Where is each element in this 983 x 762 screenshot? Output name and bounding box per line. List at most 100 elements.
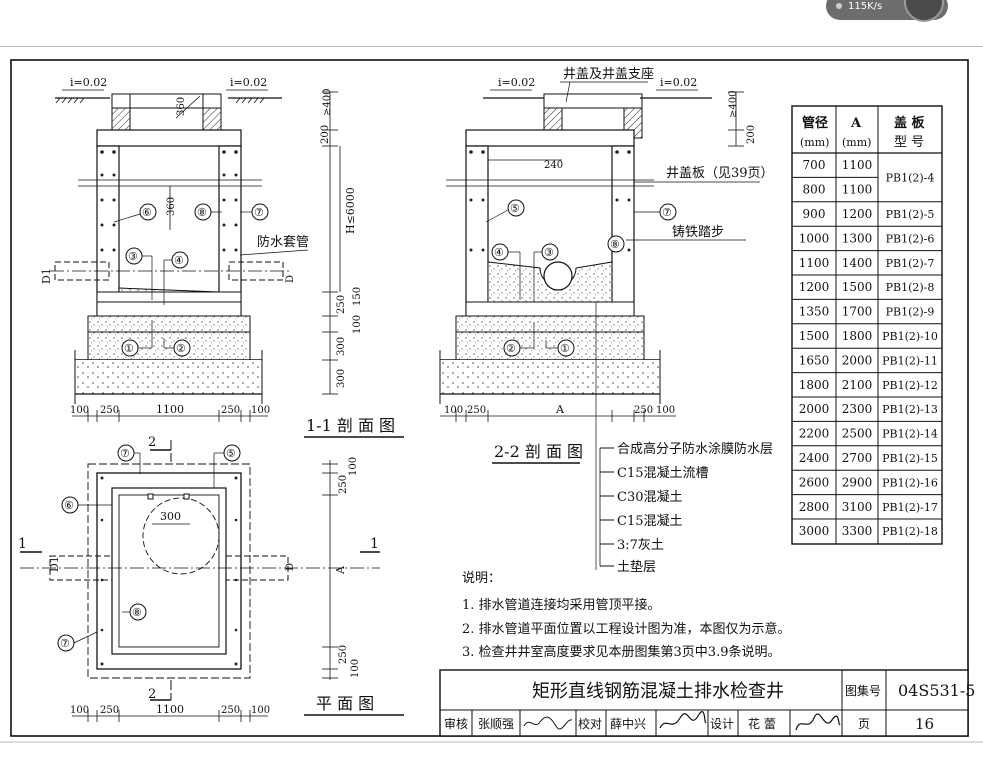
checker-name: 薛中兴 — [610, 716, 646, 731]
table-cell-a-value: 1100 — [842, 158, 873, 172]
marker-3: ③ — [128, 250, 138, 263]
table-cell-plate-type: PB1(2)-16 — [882, 476, 938, 489]
plan-marker-5: ⑤ — [226, 447, 236, 460]
table-cell-diameter: 700 — [803, 158, 826, 172]
dim-150: 150 — [352, 287, 363, 306]
table-cell-diameter: 1000 — [799, 231, 830, 245]
table-cell-plate-type: PB1(2)-14 — [882, 428, 938, 441]
dim-300-a: 300 — [336, 337, 347, 356]
dim-300-b: 300 — [336, 369, 347, 388]
slope-right-2-2: i=0.02 — [660, 76, 697, 89]
table-cell-a-value: 1700 — [842, 305, 873, 319]
th-plate-2: 型 号 — [894, 135, 924, 150]
reviewer-name: 张顺强 — [478, 717, 514, 731]
section-1-1: i=0.02 i=0.02 — [40, 76, 404, 438]
table-cell-diameter: 2000 — [799, 402, 830, 416]
s22-marker-4: ④ — [494, 246, 504, 259]
legend-item-1: 合成高分子防水涂膜防水层 — [617, 441, 773, 457]
check-label: 校对 — [578, 716, 602, 731]
s22-marker-5: ⑤ — [510, 202, 520, 215]
cut-mark-left: 1 — [18, 536, 27, 552]
cut-mark-2-top: 2 — [148, 435, 156, 450]
cover-seat-label: 井盖及井盖支座 — [563, 67, 654, 82]
dim-100: 100 — [352, 315, 363, 334]
plan-hdim-100-a: 100 — [70, 705, 89, 716]
plan-marker-6: ⑥ — [64, 499, 74, 512]
table-cell-a-value: 3300 — [842, 524, 873, 538]
plan-marker-8: ⑧ — [132, 606, 142, 619]
slope-right-label: i=0.02 — [230, 76, 267, 89]
marker-6: ⑥ — [142, 206, 152, 219]
marker-8: ⑧ — [197, 206, 207, 219]
review-label: 审核 — [444, 716, 468, 731]
marker-2: ② — [176, 342, 186, 355]
table-cell-diameter: 1500 — [799, 329, 830, 343]
marker-4: ④ — [174, 254, 184, 267]
designer-name: 花 蕾 — [748, 716, 776, 731]
section-1-1-title: 1-1 剖 面 图 — [306, 416, 395, 435]
s22-marker-7: ⑦ — [662, 206, 672, 219]
s22-marker-1: ① — [560, 342, 570, 355]
pipe-d-label: D — [285, 275, 296, 283]
table-cell-diameter: 2800 — [799, 500, 830, 514]
checker-signature — [659, 710, 707, 729]
layer-legend: 合成高分子防水涂膜防水层 C15混凝土流槽 C30混凝土 C15混凝土 3:7灰… — [599, 441, 773, 575]
sleeve-label: 防水套管 — [257, 234, 309, 250]
table-cell-a-value: 1300 — [842, 231, 873, 245]
plan-pipe-d1: D1 — [48, 556, 61, 572]
table-cell-diameter: 1100 — [799, 256, 830, 270]
plan-marker-7-top: ⑦ — [120, 447, 130, 460]
cut-mark-2-bottom: 2 — [148, 687, 156, 702]
table-cell-plate-type: PB1(2)-18 — [882, 525, 938, 538]
note-3: 3. 检查井井室高度要求见本册图集第3页中3.9条说明。 — [462, 644, 780, 660]
table-cell-a-value: 2700 — [842, 451, 873, 465]
slope-left-2-2: i=0.02 — [498, 76, 535, 89]
dim-250: 250 — [336, 295, 347, 314]
plan-hdim-1100: 1100 — [156, 703, 184, 716]
atlas-number: 04S531-5 — [898, 681, 975, 700]
plan-hdim-100-b: 100 — [251, 705, 270, 716]
hdim-100-a: 100 — [70, 405, 89, 416]
table-cell-a-value: 1200 — [842, 207, 873, 221]
table-cell-diameter: 2600 — [799, 475, 830, 489]
table-cell-a-value: 3100 — [842, 500, 873, 514]
table-cell-plate-type: PB1(2)-12 — [882, 379, 938, 392]
s22-hdim-100-b: 100 — [656, 405, 675, 416]
table-cell-diameter: 1350 — [799, 305, 830, 319]
note-2: 2. 排水管道平面位置以工程设计图为准，本图仅为示意。 — [462, 621, 791, 637]
s22-hdim-a: A — [555, 403, 565, 416]
plan-vdim-100-b: 100 — [350, 659, 361, 678]
table-cell-a-value: 2500 — [842, 427, 873, 441]
network-speed-text: 115K/s — [848, 1, 883, 12]
viewer-top-bar: 115K/s — [0, 0, 983, 46]
hdim-1100: 1100 — [156, 403, 184, 416]
table-cell-plate-type: PB1(2)-5 — [886, 208, 935, 221]
plan-dim-a: A — [334, 565, 347, 575]
dim-400: ≥400 — [322, 89, 333, 116]
drawing-title: 矩形直线钢筋混凝土排水检查井 — [532, 681, 784, 702]
table-cell-plate-type: PB1(2)-9 — [886, 306, 935, 319]
table-cell-plate-type: PB1(2)-11 — [882, 354, 938, 367]
plan-vdim-250-a: 250 — [338, 475, 349, 494]
network-speed-badge[interactable]: 115K/s — [826, 0, 948, 22]
legend-item-6: 土垫层 — [617, 559, 656, 575]
plan-vdim-100-a: 100 — [348, 457, 359, 476]
table-cell-diameter: 3000 — [799, 524, 830, 538]
table-cell-diameter: 1650 — [799, 353, 830, 367]
marker-1: ① — [124, 342, 134, 355]
legend-item-2: C15混凝土流槽 — [617, 465, 709, 481]
table-cell-diameter: 1200 — [799, 280, 830, 294]
hdim-100-b: 100 — [251, 405, 270, 416]
marker-7: ⑦ — [254, 206, 264, 219]
th-plate-1: 盖 板 — [894, 115, 926, 131]
th-diameter-1: 管径 — [802, 115, 828, 131]
plan-hdim-250-a: 250 — [100, 705, 119, 716]
table-cell-plate-type: PB1(2)-4 — [886, 171, 935, 184]
s22-hdim-250-a: 250 — [467, 405, 486, 416]
table-cell-a-value: 1800 — [842, 329, 873, 343]
designer-signature — [795, 713, 841, 731]
table-cell-a-value: 2000 — [842, 353, 873, 367]
s22-dim-200: 200 — [746, 125, 757, 144]
s22-hdim-100-a: 100 — [444, 405, 463, 416]
